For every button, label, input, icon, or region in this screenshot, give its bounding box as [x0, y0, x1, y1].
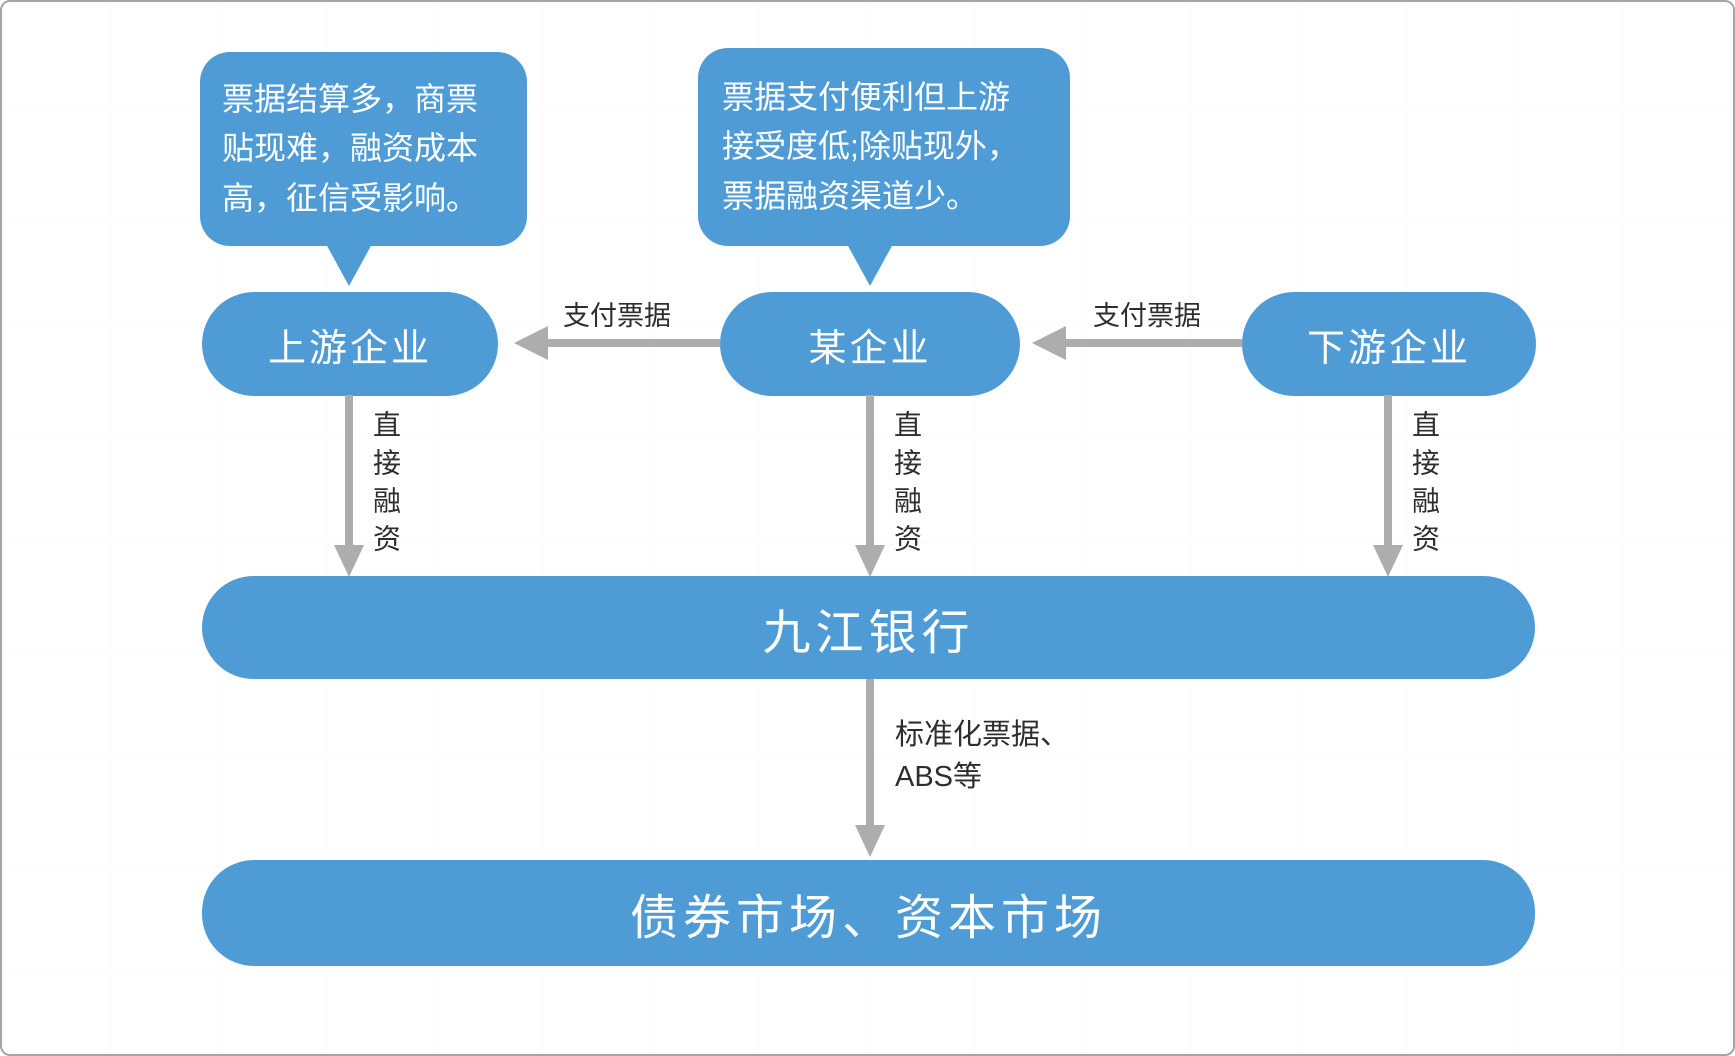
arrow-head-down-icon	[1373, 545, 1403, 577]
node-label: 某企业	[808, 327, 932, 370]
node-label: 上游企业	[267, 327, 432, 370]
arrow-head-down-icon	[855, 545, 885, 577]
node-jiujiang-bank: 九江银行	[202, 576, 1535, 679]
callout-line: 票据结算多，商票	[222, 80, 479, 117]
callout-upstream-issues: 票据结算多，商票 贴现难，融资成本 高，征信受影响。	[200, 52, 527, 286]
arrow-shaft-upstream-to-bank	[345, 395, 353, 547]
callout-company-issues: 票据支付便利但上游 接受度低;除贴现外， 票据融资渠道少。	[698, 48, 1070, 286]
node-company: 某企业	[720, 292, 1020, 396]
edge-label-pay-bill-right: 支付票据	[1093, 301, 1201, 331]
node-bond-capital-market: 债券市场、资本市场	[202, 860, 1535, 966]
callout-tail	[326, 244, 372, 286]
edge-label-pay-bill-left: 支付票据	[563, 301, 671, 331]
node-label: 债券市场、资本市场	[629, 892, 1107, 945]
node-label: 九江银行	[762, 606, 975, 660]
edge-label-standardized-bills-abs: 标准化票据、 ABS等	[895, 714, 1069, 798]
node-label: 下游企业	[1306, 327, 1471, 370]
arrow-shaft-company-to-upstream	[548, 339, 720, 347]
edge-label-line: ABS等	[895, 761, 983, 794]
edge-label-direct-finance-upstream: 直接融资	[370, 410, 401, 562]
callout-line: 票据支付便利但上游	[722, 78, 1011, 115]
arrow-shaft-downstream-to-bank	[1384, 395, 1392, 547]
edge-label-direct-finance-company: 直接融资	[891, 410, 922, 562]
arrow-head-left-icon	[514, 326, 548, 360]
callout-line: 高，征信受影响。	[222, 179, 479, 216]
edge-label-direct-finance-downstream: 直接融资	[1409, 410, 1440, 562]
edge-label-line: 标准化票据、	[895, 719, 1070, 751]
node-downstream-enterprise: 下游企业	[1242, 292, 1536, 396]
callout-tail	[847, 244, 893, 286]
arrow-head-left-icon	[1032, 326, 1066, 360]
arrow-head-down-icon	[334, 545, 364, 577]
callout-line: 贴现难，融资成本	[222, 130, 479, 167]
callout-line: 票据融资渠道少。	[722, 177, 979, 214]
arrow-shaft-company-to-bank	[866, 395, 874, 547]
arrow-shaft-bank-to-market	[866, 679, 874, 827]
arrow-shaft-downstream-to-company	[1066, 339, 1242, 347]
callout-line: 接受度低;除贴现外，	[722, 128, 1019, 165]
arrow-head-down-icon	[855, 825, 885, 857]
node-upstream-enterprise: 上游企业	[202, 292, 498, 396]
